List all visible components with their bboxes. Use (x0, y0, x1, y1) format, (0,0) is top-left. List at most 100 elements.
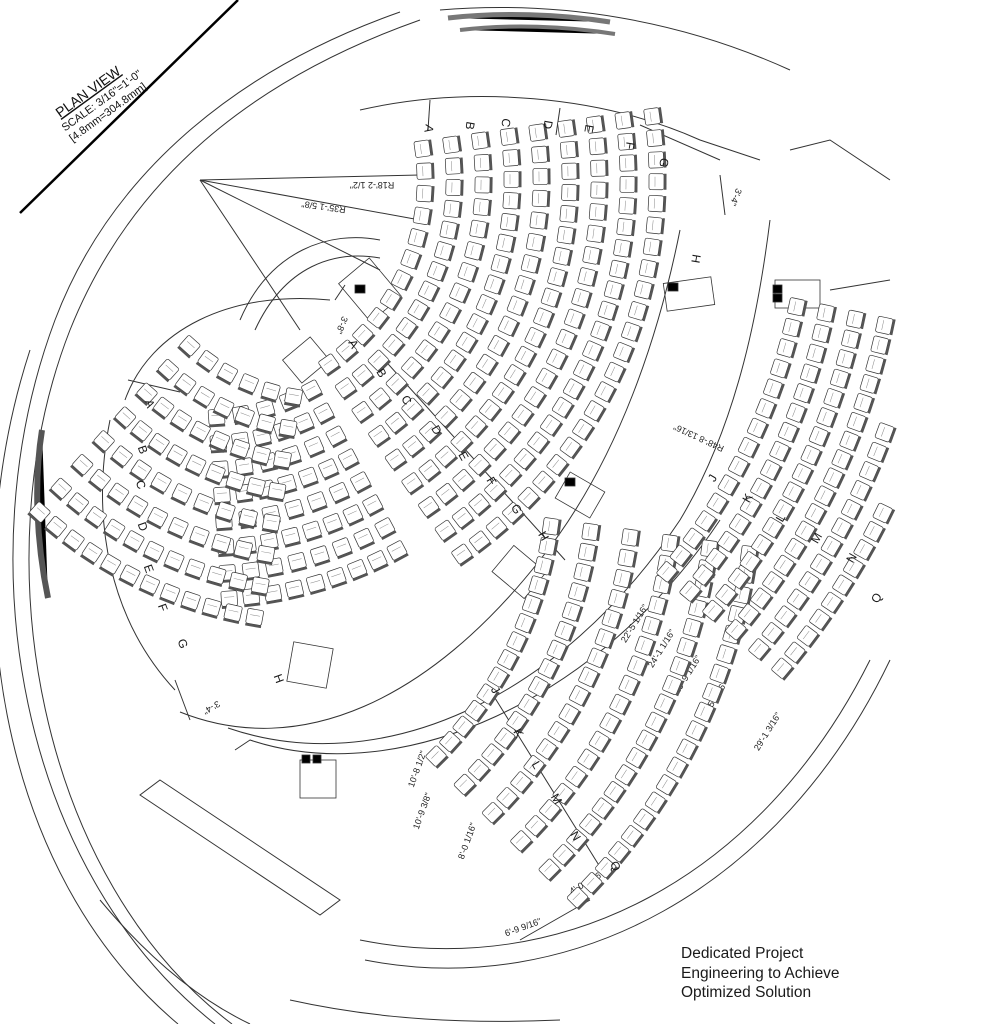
seat-seats-upper-2-9 (428, 321, 452, 344)
seat-seats-upper-8-16 (559, 436, 583, 460)
row-label-left-H: H (271, 672, 287, 685)
row-label-middle-E: E (455, 449, 471, 463)
seat-seats-upper-2-13 (369, 387, 393, 411)
seat-seats-upper-7-5 (616, 218, 636, 237)
seat-seats-upper-4-6 (520, 254, 542, 274)
seat-seats-right-5-13 (832, 574, 856, 598)
seat-seats-upper-4-4 (529, 211, 549, 230)
seat-seats-right-0-11 (695, 510, 719, 534)
seat-seats-lower-1-13 (467, 758, 492, 783)
seat-seats-right-3-12 (784, 537, 808, 561)
seat-seats-left-2-0 (272, 450, 292, 471)
seat-seats-lower-4-10 (635, 729, 659, 752)
seat-seats-lower-2-4 (601, 608, 624, 630)
seat-seats-lower-5-16 (608, 841, 632, 865)
seat-seats-right-4-16 (761, 622, 785, 646)
seat-seats-upper-1-8 (407, 299, 431, 322)
seat-seats-upper-5-11 (514, 345, 538, 368)
seat-seats-right-0-1 (782, 317, 804, 338)
row-label-right-Q: Q (868, 590, 885, 605)
seat-seats-middle-4-0 (350, 471, 373, 495)
seat-seats-upper-6-15 (498, 421, 522, 445)
seat-seats-left-7-9 (61, 529, 85, 553)
seat-seats-right-2-16 (702, 599, 726, 623)
seat-seats-upper-7-21 (451, 507, 475, 531)
seat-seats-left-6-0 (250, 576, 270, 597)
seat-seats-lower-3-12 (565, 765, 589, 789)
seat-seats-left-3-1 (245, 477, 266, 499)
seat-seats-middle-7-5 (284, 579, 305, 601)
seat-seats-upper-1-0 (442, 135, 463, 154)
seat-seats-upper-3-12 (430, 366, 455, 390)
seat-seats-left-7-10 (44, 516, 68, 540)
seat-seats-upper-8-6 (642, 237, 663, 257)
seat-seats-upper-0-3 (412, 206, 433, 226)
seat-seats-lower-5-12 (656, 774, 679, 797)
seat-seats-upper-7-3 (619, 175, 638, 193)
seat-seats-upper-0-5 (400, 249, 423, 271)
seat-seats-lower-0-0 (541, 517, 562, 536)
seat-seats-lower-5-18 (581, 872, 605, 896)
row-label-left-B: B (135, 443, 151, 455)
seat-seats-left-6-2 (206, 565, 227, 587)
seat-seats-right-1-10 (739, 495, 763, 519)
seat-seats-upper-7-12 (573, 359, 596, 382)
seat-seats-left-7-1 (223, 603, 243, 625)
dim-10: 10'-8 1/2" (406, 749, 428, 788)
seat-seats-upper-7-18 (499, 464, 523, 488)
seat-seats-upper-6-12 (535, 367, 559, 390)
seat-seats-upper-8-10 (621, 321, 643, 343)
seat-seats-right-3-15 (750, 587, 774, 611)
seat-seats-middle-6-3 (310, 545, 331, 567)
seat-seats-upper-7-10 (590, 320, 613, 342)
title-block: PLAN VIEW SCALE: 3/16"=1'-0" [4.8mm=304.… (52, 62, 148, 144)
seat-seats-middle-5-3 (302, 520, 323, 543)
row-label-upper-G: G (656, 157, 671, 169)
seat-seats-upper-6-18 (452, 468, 476, 493)
seat-seats-right-4-5 (874, 422, 897, 444)
seat-seats-upper-8-7 (638, 259, 660, 279)
seat-seats-right-4-8 (850, 480, 873, 502)
seat-seats-upper-7-0 (614, 111, 635, 130)
seat-seats-lower-1-3 (568, 582, 590, 603)
seat-seats-upper-7-17 (513, 448, 538, 472)
seat-seats-middle-6-2 (331, 537, 353, 560)
seat-seats-lower-5-6 (709, 663, 732, 685)
seat-seats-upper-0-2 (415, 184, 435, 203)
seat-seats-right-4-17 (748, 638, 772, 662)
seat-seats-left-1-1 (255, 413, 276, 435)
seat-seats-middle-2-0 (325, 425, 348, 449)
seat-seats-upper-6-19 (435, 483, 459, 507)
caption-line-1: Dedicated Project (681, 945, 804, 962)
seat-seats-upper-6-1 (588, 137, 608, 156)
dim-10b: 10'-9 3/8" (411, 791, 433, 830)
seat-seats-left-6-1 (228, 571, 248, 593)
seat-seats-upper-5-19 (401, 472, 425, 496)
seat-seats-lower-4-6 (669, 656, 692, 678)
seat-seats-upper-7-8 (603, 280, 625, 301)
seat-seats-middle-1-1 (293, 412, 316, 435)
seat-seats-right-3-3 (859, 374, 882, 395)
seat-seats-upper-3-16 (368, 424, 392, 448)
seat-seats-lower-2-14 (496, 787, 520, 811)
seat-seats-upper-2-0 (471, 131, 491, 150)
seat-seats-left-1-5 (173, 373, 197, 397)
seat-seats-upper-6-11 (546, 348, 569, 371)
seat-seats-upper-3-11 (443, 349, 467, 373)
row-label-upper-C: C (498, 117, 513, 128)
seat-seats-right-4-15 (774, 605, 798, 629)
seat-seats-upper-4-12 (463, 371, 487, 395)
seat-seats-left-7-3 (180, 591, 201, 613)
seat-seats-lower-3-16 (510, 830, 534, 854)
seat-seats-left-1-3 (212, 397, 235, 420)
seat-seats-upper-5-12 (503, 364, 527, 387)
seat-seats-left-6-7 (102, 518, 126, 542)
row-label-upper-B: B (462, 121, 477, 131)
seat-seats-middle-6-1 (353, 527, 376, 551)
seat-seats-left-0-4 (195, 350, 219, 374)
seat-seats-right-5-15 (809, 608, 833, 632)
dim-3-8: 3'-8" (334, 315, 350, 335)
seat-seats-upper-8-21 (485, 516, 509, 541)
seat-seats-upper-4-14 (434, 405, 459, 429)
